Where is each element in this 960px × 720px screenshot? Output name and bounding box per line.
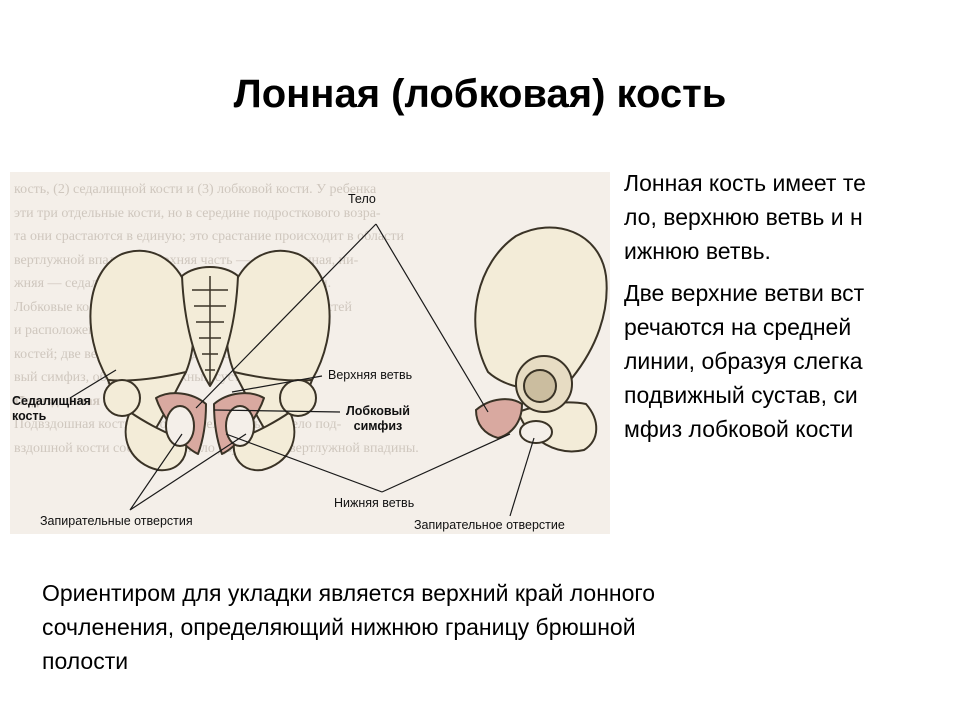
left-ischium [124, 411, 188, 472]
side-paragraph-2: Две верхние ветви вст речаются на средне… [624, 276, 944, 446]
text-line: речаются на средней [624, 314, 852, 340]
faded-text-line: вздошной кости составляет около двух пят… [14, 440, 419, 456]
label-inferior-ramus: Нижняя ветвь [334, 496, 415, 510]
pelvis-drawing [69, 223, 608, 517]
pelvis-illustration: кость, (2) седалищной кости и (3) лобков… [10, 172, 610, 534]
text-line: мфиз лобковой кости [624, 416, 854, 442]
label-ischial-line: Седалищная [12, 394, 91, 408]
text-line: линии, образуя слегка [624, 348, 863, 374]
leader-obturator-plural [129, 433, 247, 511]
text-line: Ориентиром для укладки является верхний … [42, 580, 656, 606]
label-ischial-bone: Седалищная кость [12, 394, 91, 424]
text-line: ижнюю ветвь. [624, 238, 771, 264]
right-ischium [232, 411, 296, 472]
right-obturator-foramen [225, 405, 255, 447]
label-body: Тело [348, 192, 376, 206]
lateral-acetabulum-fossa [523, 369, 557, 403]
left-femur-head [103, 379, 141, 417]
lateral-pubis [474, 398, 524, 440]
faded-text-line: та они срастаются в единую; это срастани… [14, 229, 404, 244]
text-line: ло, верхнюю ветвь и н [624, 204, 863, 230]
label-superior-ramus: Верхняя ветвь [328, 368, 413, 382]
faded-text-line: кость, (2) седалищной кости и (3) лобков… [14, 182, 377, 197]
leader-inferior-ramus [225, 433, 511, 493]
text-line: полости [42, 648, 129, 674]
label-pubic-symphysis: Лобковый симфиз [346, 404, 410, 434]
right-iliac-wing [225, 249, 331, 385]
left-iliac-wing [89, 249, 195, 385]
text-line: подвижный сустав, си [624, 382, 858, 408]
leader-superior-ramus [231, 375, 323, 393]
leader-ischial [69, 369, 117, 399]
left-obturator-foramen [165, 405, 195, 447]
leader-symphysis [213, 409, 341, 413]
side-text: Лонная кость имеет те ло, верхнюю ветвь … [624, 166, 944, 454]
label-obturator-foramen: Запирательное отверстие [414, 518, 565, 532]
slide-title: Лонная (лобковая) кость [233, 72, 727, 116]
text-line: сочленения, определяющий нижнюю границу … [42, 614, 636, 640]
label-symphysis-line: симфиз [353, 419, 403, 433]
leader-body [195, 223, 489, 413]
label-ischial-line: кость [12, 409, 47, 423]
label-symphysis-line: Лобковый [346, 404, 410, 418]
text-line: Две верхние ветви вст [624, 280, 865, 306]
label-obturator-foramina: Запирательные отверстия [40, 514, 193, 528]
leader-obturator-single [509, 437, 535, 517]
lateral-obturator-foramen [519, 420, 553, 444]
bottom-text: Ориентиром для укладки является верхний … [42, 576, 922, 678]
faded-text-line: эти три отдельные кости, но в середине п… [14, 205, 381, 221]
text-line: Лонная кость имеет те [624, 170, 866, 196]
side-paragraph-1: Лонная кость имеет те ло, верхнюю ветвь … [624, 166, 944, 268]
